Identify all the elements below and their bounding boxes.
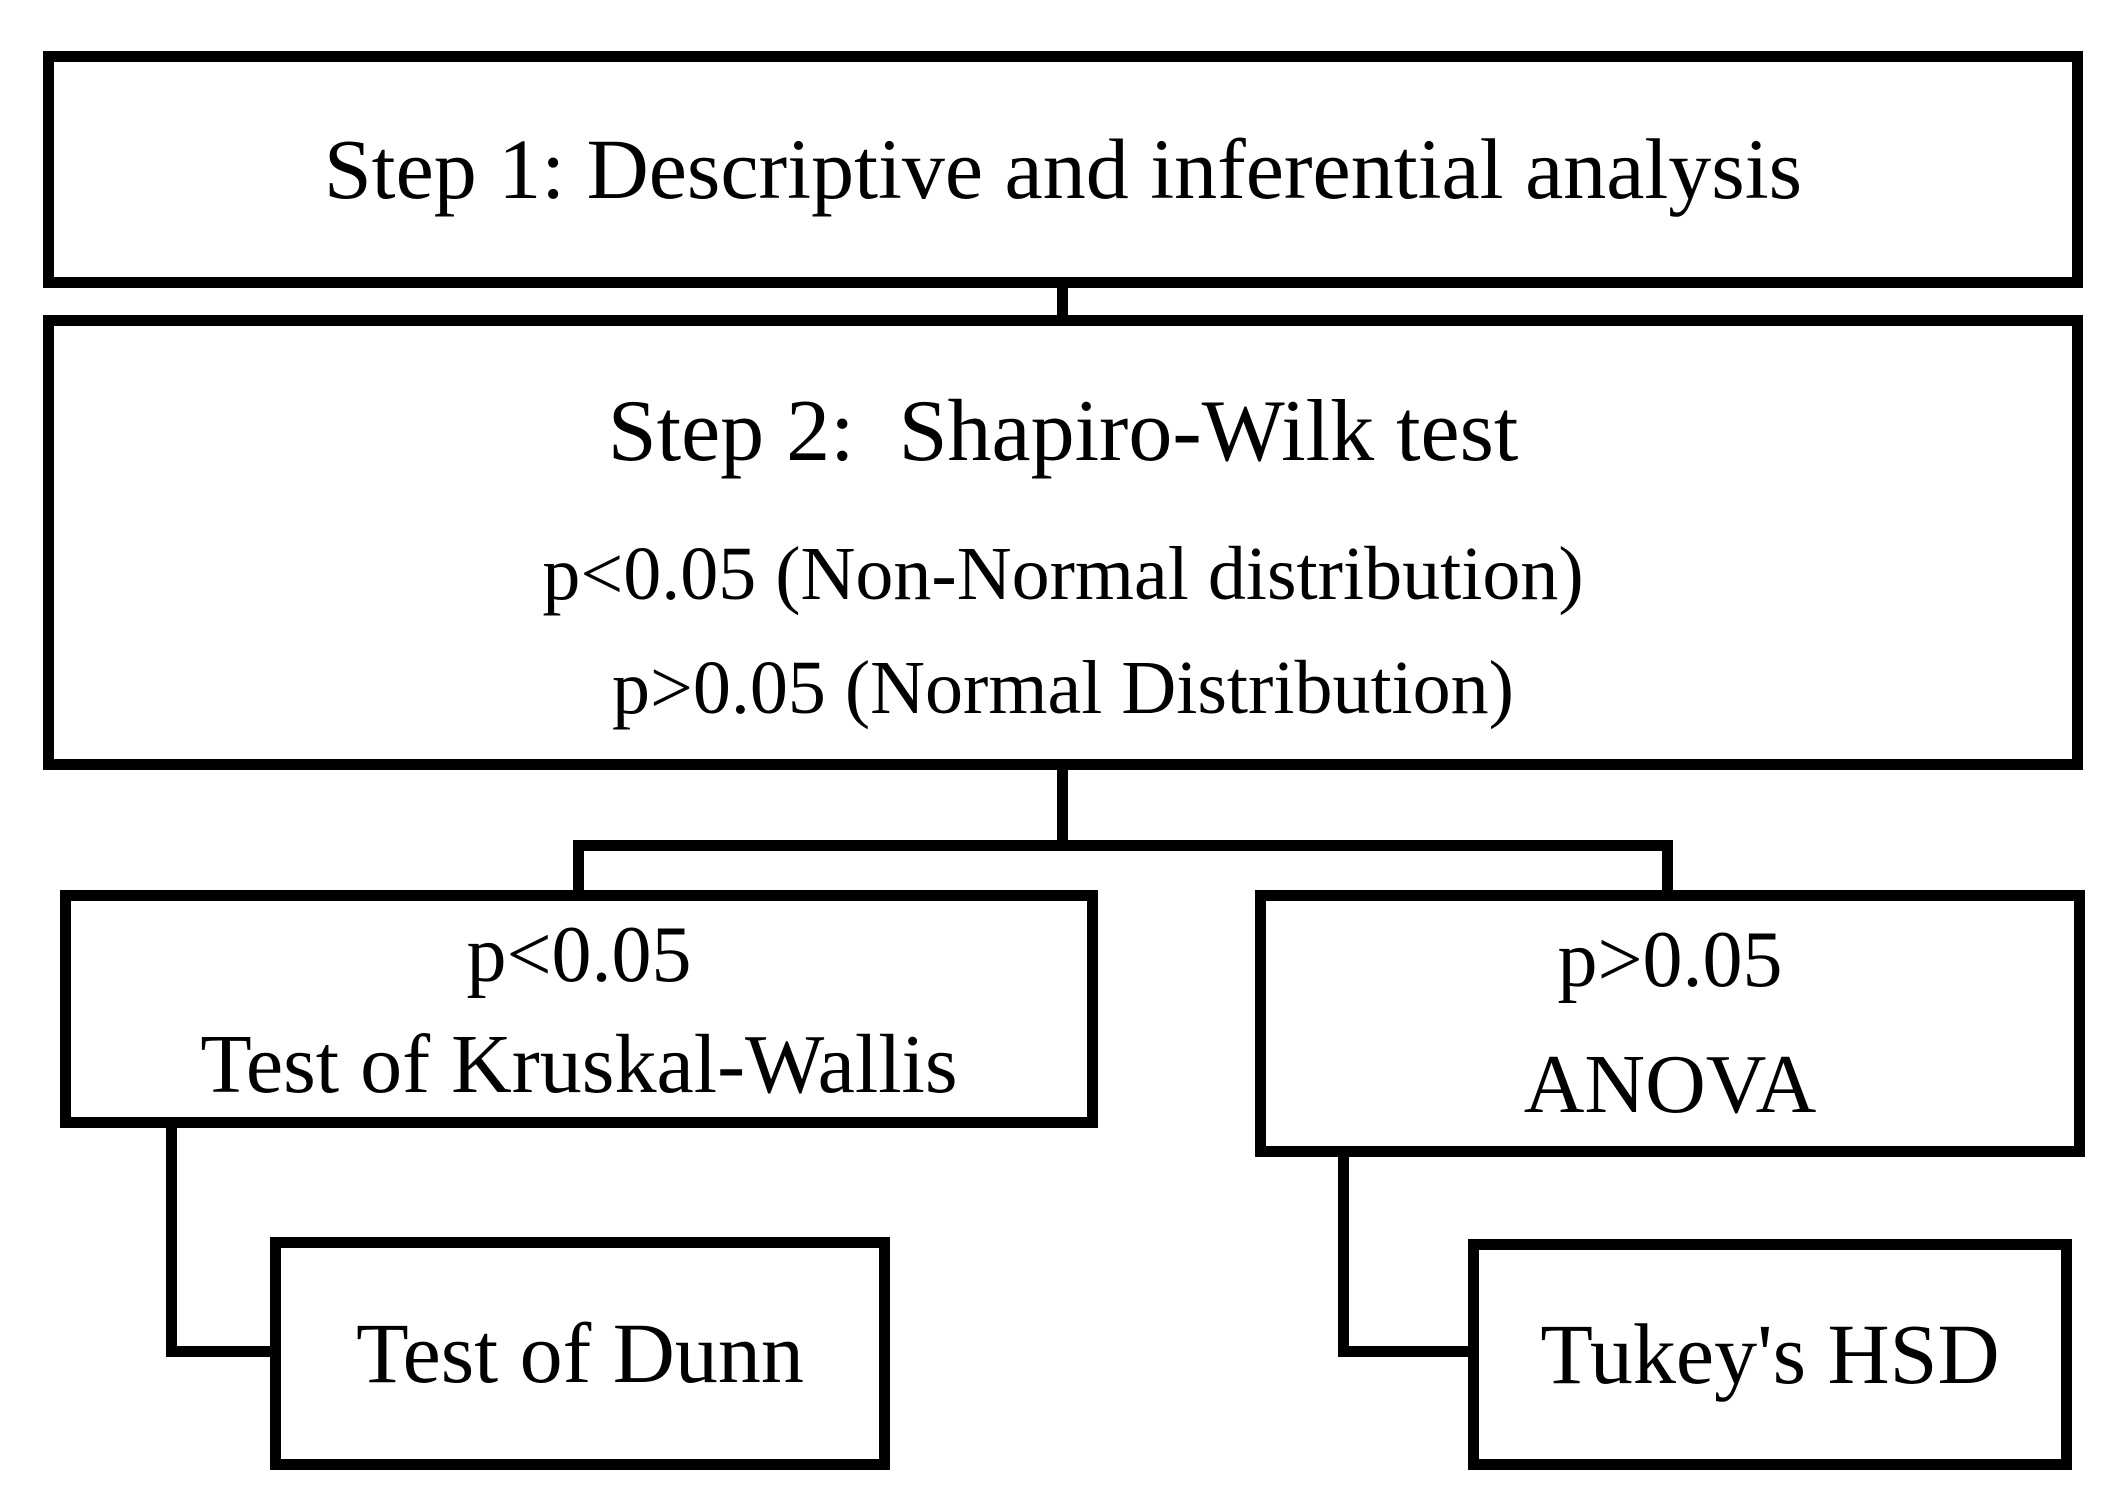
connector-kruskal-to-dunn: [166, 1346, 276, 1357]
node-step2: Step 2: Shapiro-Wilk test p<0.05 (Non-No…: [43, 315, 2083, 770]
connector-step1-step2: [1057, 288, 1068, 315]
node-test-of-dunn: Test of Dunn: [270, 1237, 890, 1470]
connector-rail-to-kruskal: [573, 840, 584, 895]
node-kruskal-label: Test of Kruskal-Wallis: [200, 1018, 958, 1111]
node-tukeys-hsd: Tukey's HSD: [1468, 1239, 2072, 1470]
connector-step2-branch-stem: [1057, 770, 1068, 851]
node-step2-normal-line: p>0.05 (Normal Distribution): [612, 646, 1514, 731]
connector-anova-elbow-vertical: [1338, 1157, 1349, 1357]
node-kruskal-wallis: p<0.05 Test of Kruskal-Wallis: [60, 890, 1098, 1128]
node-anova-label: ANOVA: [1523, 1038, 1817, 1131]
connector-anova-to-tukey: [1338, 1346, 1474, 1357]
connector-branch-rail: [573, 840, 1673, 851]
node-step2-title: Step 2: Shapiro-Wilk test: [607, 383, 1519, 480]
node-tukey-label: Tukey's HSD: [1540, 1306, 2000, 1403]
node-step1: Step 1: Descriptive and inferential anal…: [43, 51, 2083, 288]
node-dunn-label: Test of Dunn: [356, 1305, 804, 1402]
node-kruskal-pvalue: p<0.05: [466, 911, 692, 999]
connector-kruskal-elbow-vertical: [166, 1128, 177, 1357]
node-anova: p>0.05 ANOVA: [1255, 890, 2085, 1157]
node-step2-nonnormal-line: p<0.05 (Non-Normal distribution): [542, 531, 1584, 616]
node-step1-label: Step 1: Descriptive and inferential anal…: [323, 121, 1803, 218]
connector-rail-to-anova: [1662, 840, 1673, 895]
node-anova-pvalue: p>0.05: [1557, 916, 1783, 1004]
